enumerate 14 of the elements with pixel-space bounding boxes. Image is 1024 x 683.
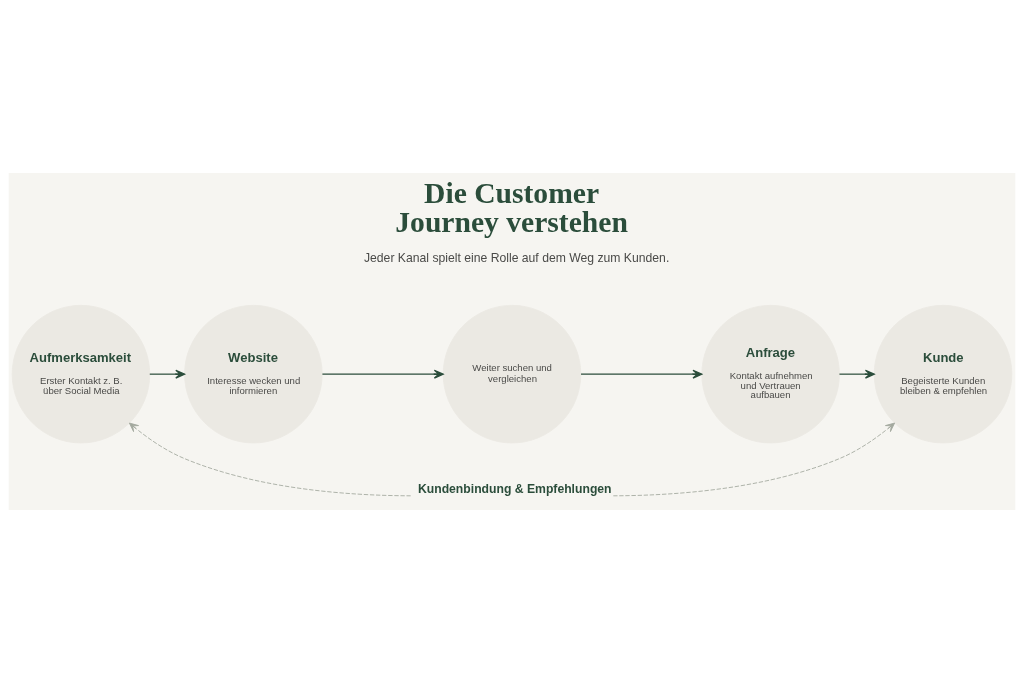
diagram-title: Die Customer Journey verstehen: [395, 176, 628, 239]
arrow: [149, 369, 186, 379]
node-text: Kundenbindung & Empfehlungen: [417, 482, 612, 497]
label: Jeder Kanal spielt eine Rolle auf dem Weg zum Kunden.: [363, 250, 670, 265]
node-circle: Kunde Begeisterte Kunden bleiben & empfehlen: [873, 304, 1013, 444]
node-circle: Anfrage Kontakt aufnehmen und Vertrauen aufbauen: [701, 304, 840, 444]
node-circle: Weiter suchen und vergleichen: [442, 304, 582, 444]
arrow: [321, 369, 444, 379]
node-circle: Website Interesse wecken und informieren: [184, 304, 323, 444]
arrow: [838, 369, 875, 379]
node-circle: Aufmerksamkeit Erster Kontakt z. B. über Social Media: [11, 304, 151, 444]
arrow: [128, 422, 412, 497]
arrow: [580, 369, 703, 379]
arrow: [612, 422, 896, 497]
